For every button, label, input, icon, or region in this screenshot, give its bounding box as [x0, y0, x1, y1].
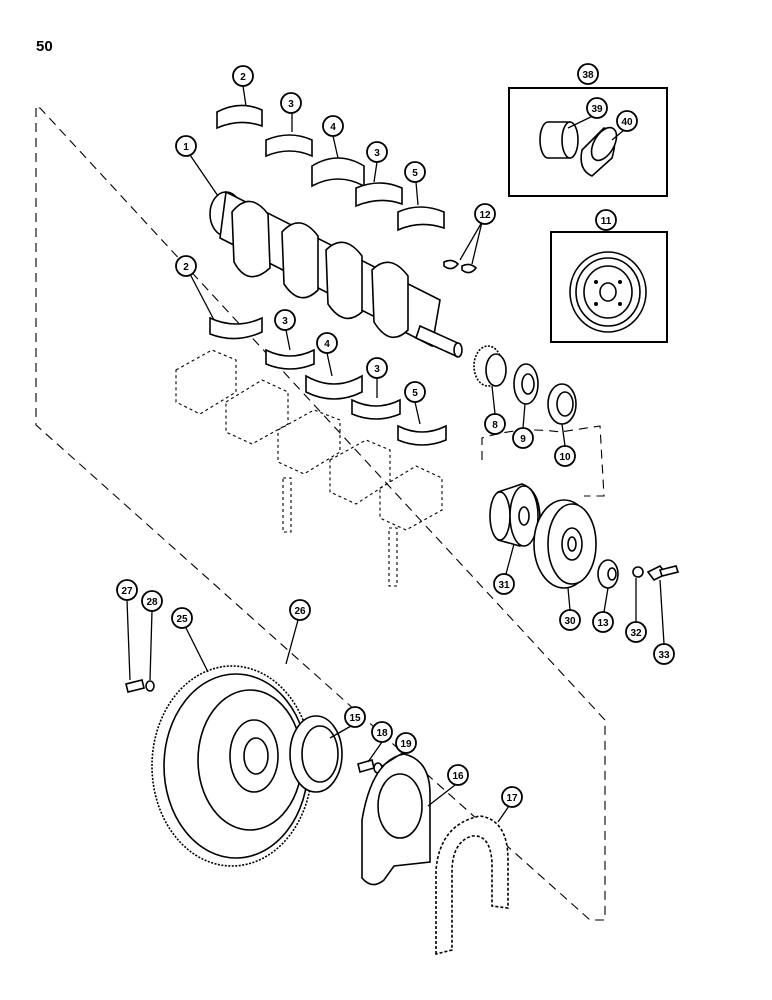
- callout-4-upper: 4: [322, 115, 344, 137]
- svg-text:10: 10: [559, 452, 571, 463]
- svg-text:4: 4: [324, 339, 330, 350]
- callout-26: 26: [289, 599, 311, 621]
- callout-9: 9: [512, 427, 534, 449]
- assembly-boundary: [35, 107, 606, 921]
- lower-bearing-shells: [209, 316, 447, 446]
- callout-25: 25: [171, 607, 193, 629]
- bolt-33: [646, 564, 680, 582]
- callout-3-lower-a: 3: [274, 309, 296, 331]
- svg-text:31: 31: [498, 580, 510, 591]
- pulley-30: [533, 499, 597, 589]
- flywheel-bolt-27: [125, 679, 145, 693]
- svg-text:8: 8: [492, 420, 498, 431]
- svg-text:38: 38: [582, 70, 594, 81]
- svg-text:19: 19: [400, 739, 412, 750]
- svg-text:9: 9: [520, 434, 526, 445]
- callout-18: 18: [371, 721, 393, 743]
- spacer-9: [513, 363, 539, 405]
- svg-text:16: 16: [452, 771, 464, 782]
- svg-text:39: 39: [591, 104, 603, 115]
- svg-text:1: 1: [183, 142, 189, 153]
- hub-31: [489, 483, 541, 547]
- svg-text:26: 26: [294, 606, 306, 617]
- callout-32: 32: [625, 621, 647, 643]
- callout-30: 30: [559, 609, 581, 631]
- callout-2-lower: 2: [175, 255, 197, 277]
- callout-3-upper-b: 3: [366, 141, 388, 163]
- cap-bolts: [282, 477, 398, 587]
- callout-17: 17: [501, 786, 523, 808]
- callout-1: 1: [175, 135, 197, 157]
- svg-text:5: 5: [412, 168, 418, 179]
- svg-text:3: 3: [282, 316, 288, 327]
- bearing-40: [580, 126, 618, 177]
- svg-text:18: 18: [376, 728, 388, 739]
- callout-2-upper: 2: [232, 65, 254, 87]
- callout-5-upper: 5: [404, 161, 426, 183]
- svg-text:3: 3: [288, 99, 294, 110]
- callout-31: 31: [493, 573, 515, 595]
- svg-text:33: 33: [658, 650, 670, 661]
- oil-seal-10: [547, 383, 577, 425]
- svg-text:2: 2: [183, 262, 189, 273]
- callout-38: 38: [577, 63, 599, 85]
- callout-15: 15: [344, 706, 366, 728]
- gasket-17: [435, 815, 509, 956]
- damper-pulley-11: [569, 251, 647, 333]
- seal-group-bracket: [481, 425, 605, 497]
- svg-text:11: 11: [601, 216, 612, 227]
- svg-text:3: 3: [374, 364, 380, 375]
- svg-text:12: 12: [479, 210, 491, 221]
- svg-text:40: 40: [621, 117, 633, 128]
- callout-28: 28: [141, 590, 163, 612]
- callout-3-lower-b: 3: [366, 357, 388, 379]
- svg-text:25: 25: [176, 614, 188, 625]
- flywheel-25: [151, 665, 313, 867]
- callout-39: 39: [586, 97, 608, 119]
- callout-11: 11: [595, 209, 617, 231]
- washer-13: [597, 559, 619, 589]
- svg-text:30: 30: [564, 616, 576, 627]
- lockwasher-32: [632, 566, 644, 578]
- leader-lines: [126, 85, 665, 823]
- svg-text:27: 27: [121, 586, 133, 597]
- svg-text:32: 32: [630, 628, 642, 639]
- woodruff-keys-12: [443, 259, 478, 274]
- flywheel-washer-28: [145, 680, 155, 692]
- screw-18: [357, 759, 375, 773]
- callout-5-lower: 5: [404, 381, 426, 403]
- callout-8: 8: [484, 413, 506, 435]
- svg-text:15: 15: [349, 713, 361, 724]
- upper-bearing-shells: [216, 104, 445, 232]
- callout-33: 33: [653, 643, 675, 665]
- svg-text:2: 2: [240, 72, 246, 83]
- svg-text:28: 28: [146, 597, 158, 608]
- callout-16: 16: [447, 764, 469, 786]
- svg-text:3: 3: [374, 148, 380, 159]
- svg-text:5: 5: [412, 388, 418, 399]
- callout-27: 27: [116, 579, 138, 601]
- page-number: 50: [36, 38, 53, 55]
- callout-40: 40: [616, 110, 638, 132]
- crank-gear-8: [473, 345, 507, 387]
- callout-13: 13: [592, 611, 614, 633]
- svg-text:13: 13: [597, 618, 609, 629]
- callout-10: 10: [554, 445, 576, 467]
- callout-12: 12: [474, 203, 496, 225]
- svg-text:17: 17: [506, 793, 518, 804]
- rear-seal-15: [289, 715, 343, 793]
- svg-text:4: 4: [330, 122, 336, 133]
- retainer-16: [361, 753, 431, 886]
- crankshaft-1: [209, 190, 463, 358]
- callout-4-lower: 4: [316, 332, 338, 354]
- callout-19: 19: [395, 732, 417, 754]
- main-bearing-caps: [175, 349, 443, 531]
- callout-3-upper-a: 3: [280, 92, 302, 114]
- bushing-39: [539, 121, 579, 159]
